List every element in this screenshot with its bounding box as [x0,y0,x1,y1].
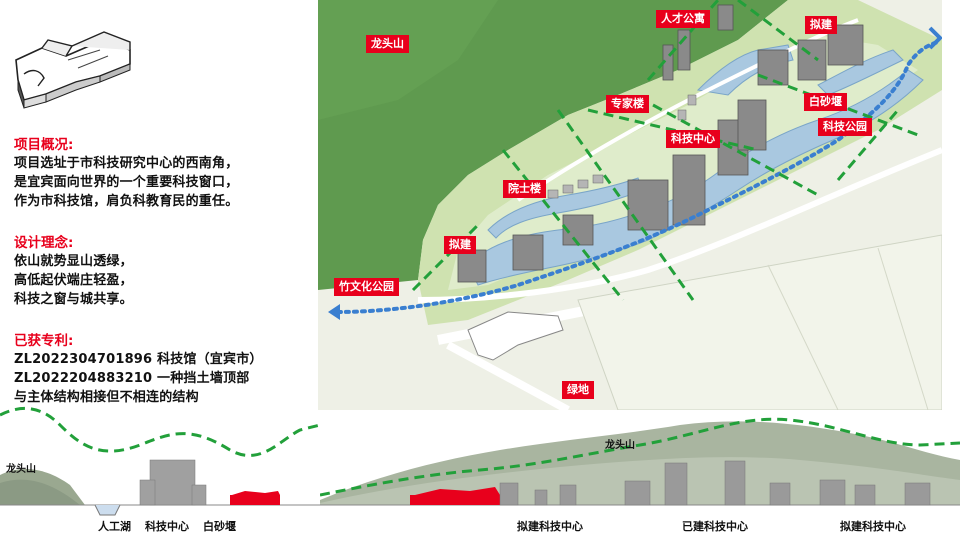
label-green-space: 绿地 [562,381,594,399]
label-longtoushan: 龙头山 [366,35,409,53]
concept-line: 依山就势显山透绿， [14,254,133,269]
section-label: 人工湖 [98,520,131,533]
label-nijian-top: 拟建 [805,16,837,34]
section-label: 白砂堰 [203,520,236,533]
site-plan-map: 龙头山 人才公寓 拟建 专家楼 白砂堰 科技中心 科技公园 院士楼 拟建 竹文化… [318,0,942,410]
section-label: 科技中心 [145,520,189,533]
label-academician-building: 院士楼 [503,180,546,198]
label-tech-park: 科技公园 [818,118,872,136]
ecological-flow-line [336,40,940,314]
buildings-section [499,460,931,506]
skyline-curve [320,417,960,497]
concept-line: 高低起伏端庄轻盈， [14,273,133,288]
section-label: 拟建科技中心 [840,520,906,533]
artificial-lake-section [94,504,121,516]
concept-line: 科技之窗与城共享。 [14,292,133,307]
skyline-curve [0,406,320,457]
project-description-panel: 项目概况: 项目选址于市科技研究中心的西南角， 是宜宾面向世界的一个重要科技窗口… [0,0,318,410]
overview-line: 是宜宾面向世界的一个重要科技窗口， [14,175,239,190]
label-baishayan: 白砂堰 [804,93,847,111]
site-plan-drawing [318,0,942,410]
section-right-mountain: 龙头山 [604,438,635,451]
section-label: 拟建科技中心 [517,520,583,533]
label-tech-center: 科技中心 [666,130,720,148]
section-label: 已建科技中心 [682,520,748,533]
tech-center-section [139,459,207,506]
label-nijian-left: 拟建 [444,236,476,254]
concept-title: 设计理念: [14,235,74,251]
section-right-drawing: 龙头山 [320,417,960,506]
label-expert-building: 专家楼 [606,95,649,113]
section-left-drawing: 龙头山 [0,406,320,516]
flow-arrow-left-icon [328,304,340,320]
patent-line: ZL2022204883210 一种挡土墙顶部 [14,371,250,386]
patent-line: 与主体结构相接但不相连的结构 [14,390,199,405]
section-left-mountain: 龙头山 [5,462,36,475]
overview-line: 项目选址于市科技研究中心的西南角， [14,156,239,171]
flow-arrow-right-icon [928,26,942,50]
label-bamboo-park: 竹文化公园 [334,278,399,296]
patents-title: 已获专利: [14,333,74,349]
overview-title: 项目概况: [14,137,74,153]
patent-line: ZL2022304701896 科技馆（宜宾市） [14,352,263,367]
building-axonometric-sketch [15,31,131,109]
science-museum-section [230,495,280,505]
label-rencai-apartment: 人才公寓 [656,10,710,28]
science-museum-section [410,495,500,505]
overview-line: 作为市科技馆，肩负科教育民的重任。 [14,194,239,209]
science-museum-footprint [467,311,564,361]
